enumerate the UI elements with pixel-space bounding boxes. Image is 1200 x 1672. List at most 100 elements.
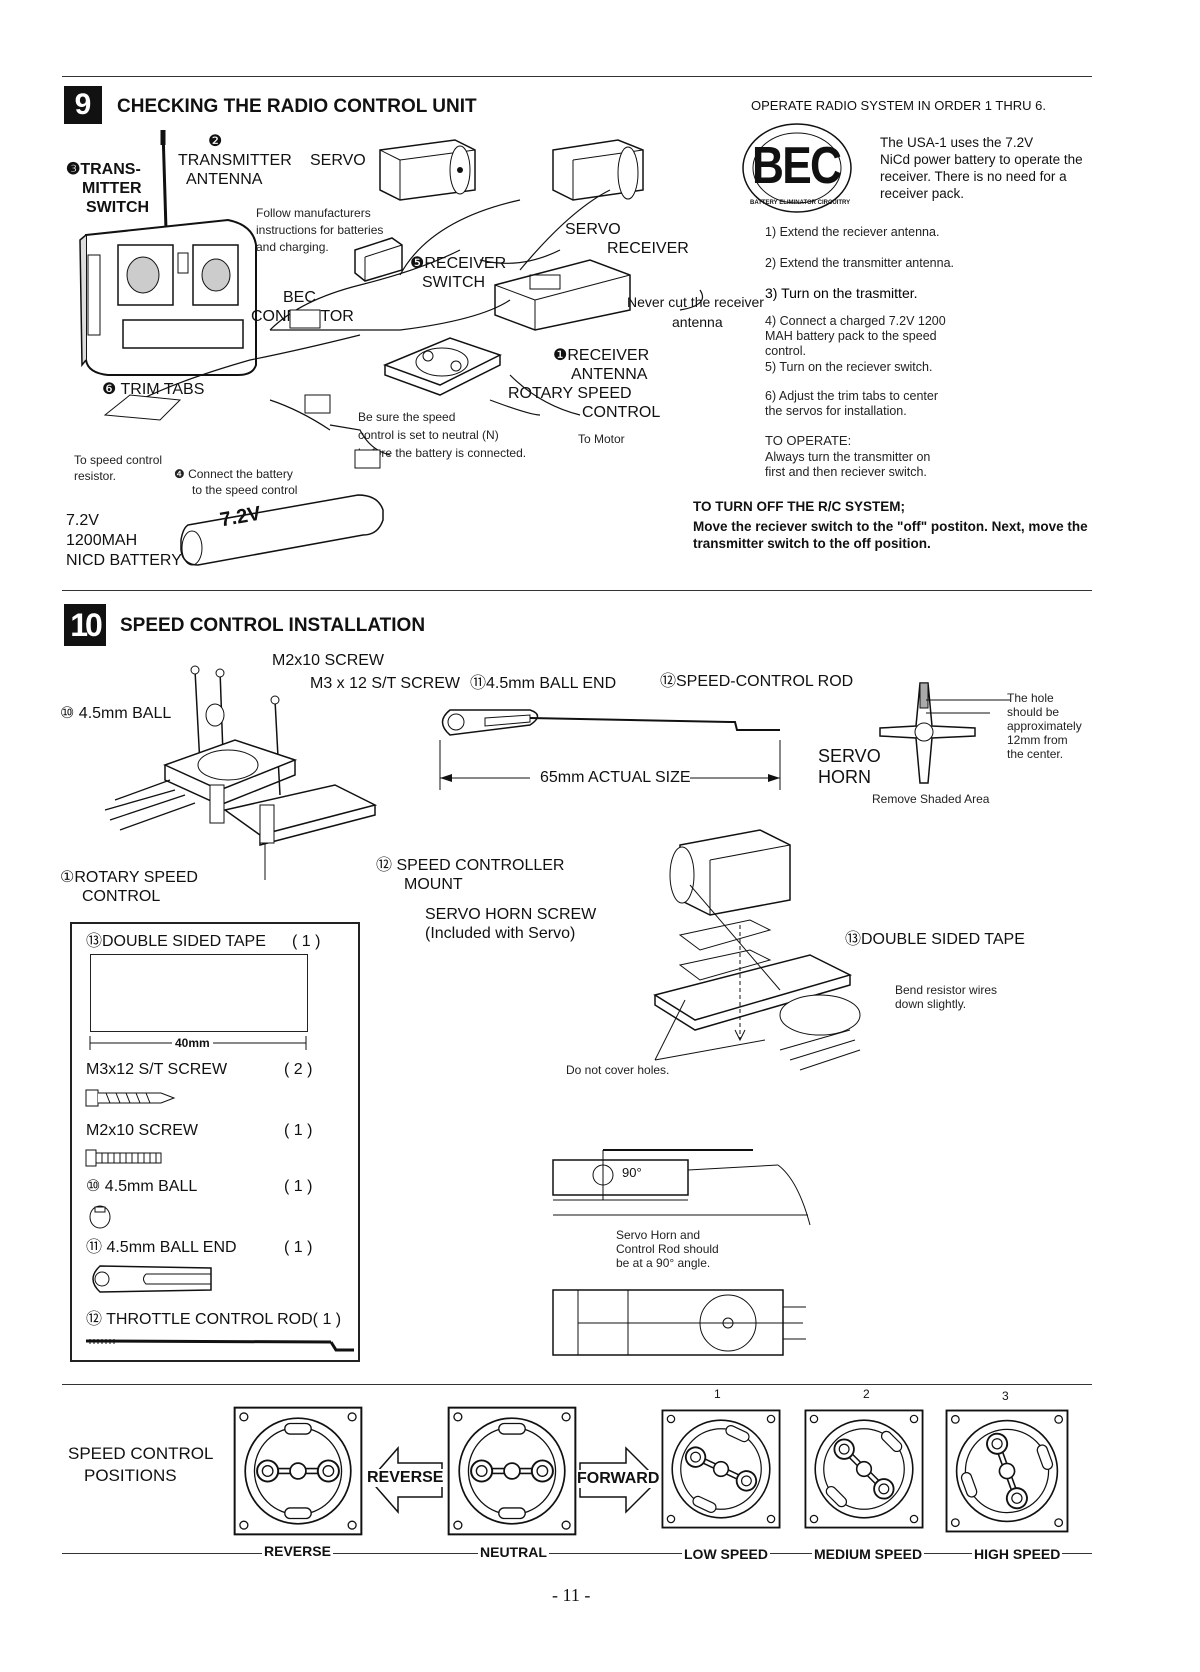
label-line: ❷	[208, 133, 223, 150]
position-number: 3	[1002, 1389, 1009, 1403]
turn-off-title: TO TURN OFF THE R/C SYSTEM;	[693, 499, 905, 514]
note-line: approximately	[1007, 719, 1082, 733]
note-line: The hole	[1007, 691, 1054, 705]
step-5: 5) Turn on the reciever switch.	[765, 360, 933, 374]
battery-drawing	[180, 494, 384, 566]
position-number: 1	[714, 1387, 721, 1401]
parts-item-name: ⑫ THROTTLE CONTROL ROD( 1 )	[86, 1311, 342, 1328]
m3x12-screw-label: M3 x 12 S/T SCREW	[310, 675, 460, 692]
bec-note-line: receiver. There is no need for a	[880, 169, 1067, 184]
note-line: to the speed control	[192, 483, 298, 497]
speed-control-drawing	[382, 337, 502, 396]
note-line: should be	[1007, 705, 1060, 719]
servo-drawing-2	[552, 139, 644, 201]
m2x10-screw-label: M2x10 SCREW	[272, 652, 385, 669]
parts-item-name: ⑪ 4.5mm BALL END	[86, 1239, 237, 1256]
label-line: MOUNT	[404, 876, 463, 893]
bec-note-line: NiCd power battery to operate the	[880, 152, 1083, 167]
speed-control-dial	[447, 1406, 577, 1536]
note-line: Servo Horn and	[616, 1228, 701, 1242]
speed-control-dial	[804, 1409, 924, 1529]
to-motor-label: To Motor	[578, 432, 625, 446]
step-3: 3) Turn on the trasmitter.	[765, 285, 918, 301]
label-line: CONTROL	[82, 888, 161, 905]
note-line: Be sure the speed	[358, 410, 456, 424]
speed-control-rod-label: ⑫SPEED-CONTROL ROD	[660, 673, 854, 690]
remove-shaded-label: Remove Shaded Area	[872, 792, 990, 806]
parts-item-name: ⑩ 4.5mm BALL	[86, 1178, 198, 1195]
parts-item-qty: ( 1 )	[284, 1122, 313, 1139]
operate-header: OPERATE RADIO SYSTEM IN ORDER 1 THRU 6.	[751, 98, 1046, 113]
throttle-rod-icon	[85, 1339, 354, 1352]
bec-note-line: receiver pack.	[880, 186, 965, 201]
tape-width: 40mm	[172, 1036, 213, 1050]
parts-item-name: M2x10 SCREW	[86, 1122, 199, 1139]
angle-label: 90°	[622, 1165, 642, 1180]
double-sided-tape-label: ⑬DOUBLE SIDED TAPE	[845, 931, 1025, 948]
wiring-lines	[103, 189, 704, 469]
m2x10-screw-icon	[85, 1149, 162, 1167]
caption-low-speed: LOW SPEED	[682, 1546, 771, 1562]
caption-reverse: REVERSE	[262, 1543, 333, 1559]
angle-top-view-drawing	[552, 1289, 806, 1356]
note-line: To speed control	[74, 453, 163, 467]
note-line: antenna	[672, 314, 723, 330]
servo-horn-label: SERVO HORN	[818, 746, 881, 788]
bend-resistor-note: Bend resistor wires down slightly.	[895, 983, 997, 1011]
be-sure-note: Be sure the speed control is set to neut…	[358, 408, 526, 462]
top-rule	[62, 76, 1092, 77]
label-line: ANTENNA	[186, 171, 263, 188]
follow-manufacturers-note: Follow manufacturers instructions for ba…	[256, 205, 383, 256]
do-not-cover-label: Do not cover holes.	[566, 1063, 670, 1077]
connect-battery-note: ❹ Connect the battery to the speed contr…	[174, 466, 297, 498]
step-6: 6) Adjust the trim tabs to center the se…	[765, 389, 938, 418]
transmitter-antenna-label: ❷ TRANSMITTER ANTENNA	[178, 132, 292, 189]
positions-top-rule	[62, 1384, 1092, 1385]
rotary-speed-control-label-2: ①ROTARY SPEED CONTROL	[60, 868, 198, 906]
label-line: ①ROTARY SPEED	[60, 869, 198, 886]
section-9-title: CHECKING THE RADIO CONTROL UNIT	[117, 96, 477, 117]
step-1: 1) Extend the reciever antenna.	[765, 225, 940, 239]
note-line: ❹ Connect the battery	[174, 467, 293, 481]
step-4: 4) Connect a charged 7.2V 1200 MAH batte…	[765, 314, 946, 358]
parts-tape-qty: ( 1 )	[292, 933, 321, 950]
servo-horn-screw-label: SERVO HORN SCREW (Included with Servo)	[425, 905, 596, 943]
section-10-number: 10	[64, 604, 106, 646]
section-10-title: SPEED CONTROL INSTALLATION	[120, 615, 426, 636]
note-line: instructions for batteries	[256, 223, 384, 237]
note-line: be at a 90° angle.	[616, 1256, 711, 1270]
label-line: SWITCH	[422, 274, 486, 291]
note-line: Follow manufacturers	[256, 206, 371, 220]
label-line: TRANSMITTER	[178, 152, 292, 169]
receiver-switch-label: ❺RECEIVER SWITCH	[410, 254, 506, 292]
speed-control-dial	[945, 1409, 1069, 1533]
label-line: ❶RECEIVER	[553, 347, 650, 364]
parts-box: ⑬DOUBLE SIDED TAPE ( 1 ) 40mm M3x12 S/T …	[70, 922, 360, 1362]
label-line: SERVO HORN SCREW	[425, 906, 597, 923]
section-9-number: 9	[64, 86, 102, 124]
reverse-arrow-label: REVERSE	[367, 1469, 444, 1487]
page-number: - 11 -	[552, 1585, 591, 1605]
label-line: ANTENNA	[571, 366, 648, 383]
note-line: Bend resistor wires	[895, 983, 998, 997]
note-line: 12mm from	[1007, 733, 1068, 747]
turn-off-text: Move the reciever switch to the "off" po…	[693, 519, 1088, 551]
speed-control-dial	[661, 1409, 781, 1529]
servo-horn-drawing	[879, 682, 1010, 784]
label-line: SPEED CONTROL	[68, 1444, 214, 1463]
actual-size-label: 65mm ACTUAL SIZE	[540, 769, 691, 786]
receiver-drawing	[494, 259, 631, 331]
to-operate-title: TO OPERATE:	[765, 433, 852, 448]
bec-ring-text: BATTERY ELIMINATOR CIRCUITRY	[750, 200, 851, 206]
section-9-bottom-rule	[62, 590, 1092, 591]
caption-medium-speed: MEDIUM SPEED	[812, 1546, 925, 1562]
ball-end-label: ⑪4.5mm BALL END	[470, 675, 617, 692]
servo-label-1: SERVO	[310, 152, 366, 169]
servo-horn-note: Servo Horn and Control Rod should be at …	[616, 1228, 719, 1270]
label-line: ❸TRANS-	[66, 161, 141, 178]
positions-caption-rule	[62, 1553, 1092, 1554]
bec-note-line: The USA-1 uses the 7.2V	[880, 135, 1034, 150]
label-line: BEC	[283, 289, 316, 306]
label-line: (Included with Servo)	[425, 925, 576, 942]
ball-icon	[89, 1205, 111, 1229]
